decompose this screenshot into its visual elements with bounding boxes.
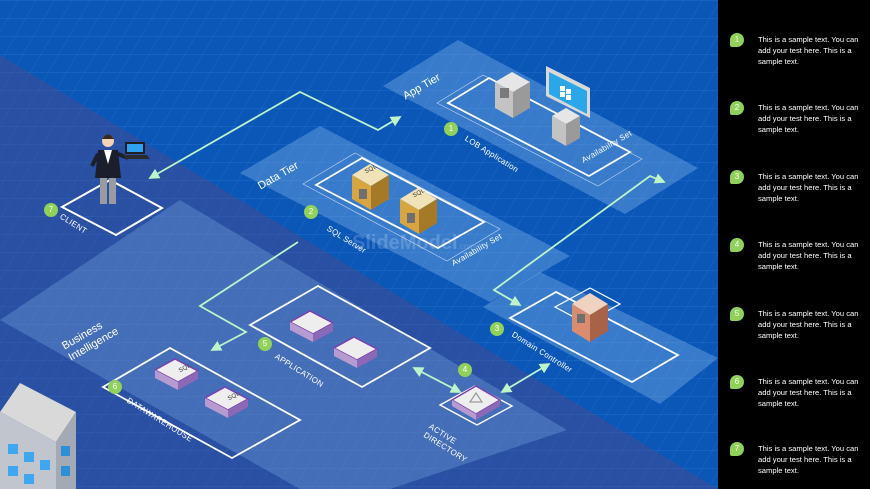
number-bubble-icon: 2: [730, 101, 744, 115]
connector-data-bi: [198, 241, 299, 351]
active-directory-icon: [450, 385, 502, 420]
sql-server-icon: [352, 164, 389, 210]
number-bubble-icon: 7: [730, 442, 744, 456]
note-item: 3 This is a sample text. You can add your…: [730, 170, 868, 214]
badge-4: 4: [458, 363, 472, 377]
application-module-icon: [288, 310, 335, 342]
datawarehouse-sql-icon: [203, 386, 250, 418]
domain-controller-icon: [572, 293, 608, 342]
badge-7: 7: [44, 203, 58, 217]
note-text: This is a sample text. You can add your …: [758, 377, 859, 409]
connector-client-app: [148, 90, 402, 179]
badge-2: 2: [304, 205, 318, 219]
datawarehouse-sql-icon: [153, 358, 200, 390]
number-bubble-icon: 1: [730, 33, 744, 47]
architecture-diagram: [0, 0, 718, 489]
active-directory-frame: [438, 385, 514, 426]
connector-app-domain: [492, 173, 666, 306]
app-tier-frame: [446, 76, 632, 178]
badge-6: 6: [108, 380, 122, 394]
datawarehouse-frame: [101, 346, 302, 460]
app-tier-panel: [383, 40, 698, 214]
sql-server-icon: [400, 188, 437, 234]
watermark: SlideModel.com: [352, 232, 475, 254]
badge-3: 3: [490, 322, 504, 336]
client-person-icon: [90, 134, 129, 204]
connector-ad-dc: [500, 363, 551, 393]
number-bubble-icon: 6: [730, 375, 744, 389]
badge-1: 1: [444, 122, 458, 136]
application-frame: [248, 284, 432, 389]
badge-5: 5: [258, 337, 272, 351]
application-module-icon: [332, 336, 379, 368]
office-building-icon: [0, 383, 76, 489]
connector-app-ad: [412, 367, 462, 393]
note-text: This is a sample text. You can add your …: [758, 172, 859, 204]
note-item: 6 This is a sample text. You can add your…: [730, 375, 868, 419]
note-item: 2 This is a sample text. You can add your…: [730, 101, 868, 145]
laptop-icon: [123, 142, 150, 159]
number-bubble-icon: 4: [730, 238, 744, 252]
note-text: This is a sample text. You can add your …: [758, 35, 859, 67]
note-item: 4 This is a sample text. You can add your…: [730, 238, 868, 282]
lob-server-icon: [495, 72, 530, 118]
note-item: 7 This is a sample text. You can add your…: [730, 442, 868, 486]
note-text: This is a sample text. You can add your …: [758, 103, 859, 135]
number-bubble-icon: 3: [730, 170, 744, 184]
note-text: This is a sample text. You can add your …: [758, 309, 859, 341]
note-text: This is a sample text. You can add your …: [758, 444, 859, 476]
windows-monitor-icon: [546, 66, 590, 146]
note-item: 5 This is a sample text. You can add your…: [730, 307, 868, 351]
client-frame: [59, 178, 165, 237]
note-text: This is a sample text. You can add your …: [758, 240, 859, 272]
note-item: 1 This is a sample text. You can add your…: [730, 33, 868, 77]
number-bubble-icon: 5: [730, 307, 744, 321]
